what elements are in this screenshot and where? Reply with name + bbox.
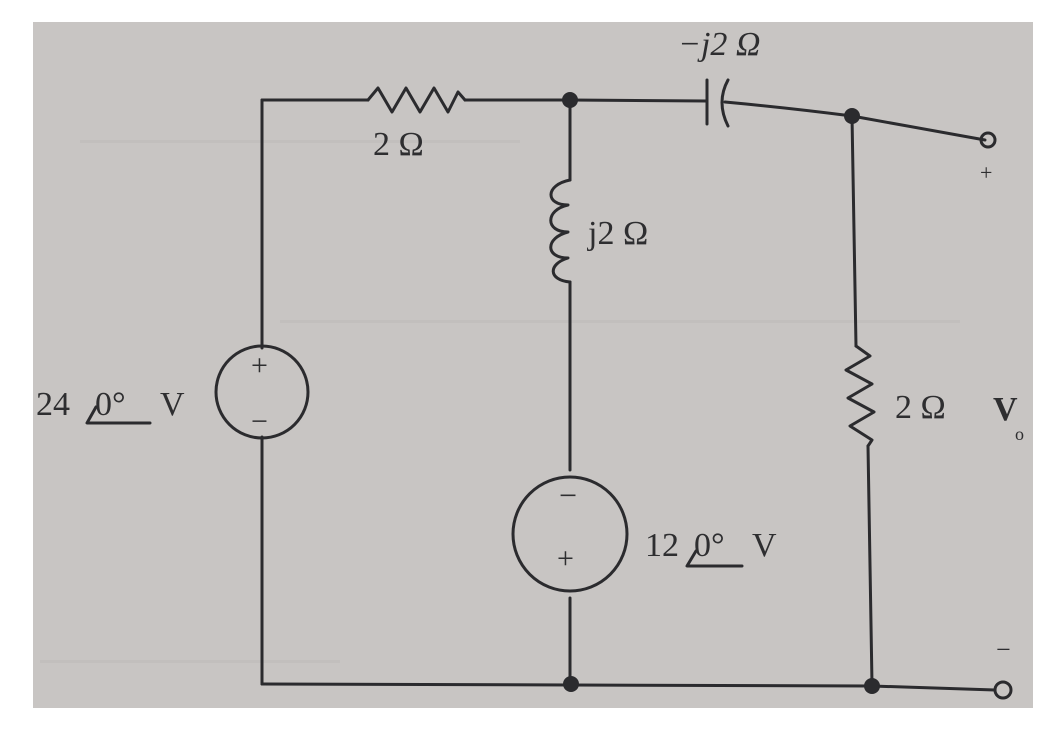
node-top-right: [844, 108, 860, 124]
angle-symbol-middle: [685, 549, 744, 568]
node-bottom-middle: [563, 676, 579, 692]
wire-to-output-plus: [850, 114, 987, 142]
source-middle-unit: V: [752, 527, 777, 564]
wire-to-output-minus: [870, 684, 997, 692]
wire-right-top: [850, 114, 858, 348]
node-bottom-right: [864, 678, 880, 694]
wire-to-capacitor: [568, 98, 709, 103]
source-left-plus: +: [251, 349, 268, 382]
source-left-magnitude: 24: [36, 386, 70, 423]
capacitor: [705, 78, 730, 128]
node-top-middle: [562, 92, 578, 108]
output-minus-sign: −: [996, 635, 1011, 664]
source-left-unit: V: [160, 386, 185, 423]
output-terminal-plus: [979, 131, 997, 149]
resistor-top-label: 2 Ω: [373, 126, 424, 163]
bleed-through-text: [40, 140, 960, 663]
source-middle-minus: −: [559, 477, 577, 513]
textbook-photo: −j2 Ω 2 Ω j2 Ω + − 24 0° V − + 12 0° V 2…: [33, 22, 1033, 708]
wire-capacitor-right: [723, 100, 854, 118]
wires: [260, 98, 997, 692]
resistor-top: [366, 86, 467, 114]
source-middle-angle: 0°: [694, 527, 725, 564]
output-voltage-subscript: o: [1015, 424, 1024, 444]
source-left-minus: −: [251, 405, 268, 438]
source-middle-plus: +: [557, 542, 574, 575]
output-plus-sign: +: [980, 160, 992, 185]
resistor-right: [844, 344, 876, 448]
source-left-angle: 0°: [95, 386, 126, 423]
angle-symbol-left: [85, 405, 152, 425]
wire-right-bottom: [866, 444, 874, 686]
junction-dots: [562, 92, 880, 694]
source-middle-magnitude: 12: [645, 527, 679, 564]
voltage-source-middle: [511, 475, 629, 593]
resistor-right-label: 2 Ω: [895, 389, 946, 426]
capacitor-label: −j2 Ω: [678, 26, 760, 63]
voltage-source-left: [214, 344, 310, 440]
circuit-diagram: −j2 Ω 2 Ω j2 Ω + − 24 0° V − + 12 0° V 2…: [36, 26, 1024, 700]
inductor: [549, 178, 572, 284]
output-terminal-minus: [993, 680, 1013, 700]
output-voltage-label: V: [993, 391, 1018, 428]
inductor-label: j2 Ω: [587, 215, 648, 252]
